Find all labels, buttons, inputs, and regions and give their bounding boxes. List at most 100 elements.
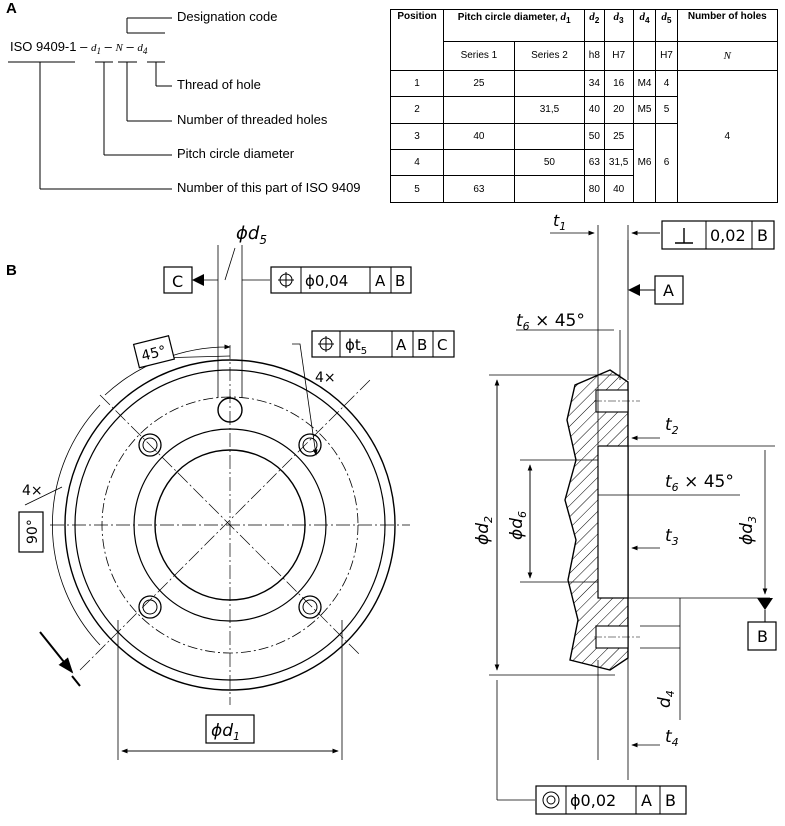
datum-c-box: C [163, 266, 204, 294]
callout-thread-of-hole: Thread of hole [177, 77, 261, 92]
svg-text:B: B [417, 336, 427, 354]
th-pitch-circle: Pitch circle diameter, d1 [443, 8, 586, 43]
table-cell: 6 [655, 122, 678, 203]
d2-label: ϕd2 [473, 516, 495, 545]
d6-label: ϕd6 [507, 511, 529, 540]
svg-text:ϕt5: ϕt5 [345, 336, 367, 357]
designation-leaders [8, 17, 172, 190]
designation-d4: d4 [137, 42, 148, 57]
th-series1: Series 1 [443, 41, 515, 71]
th-d5: d5 [655, 8, 678, 43]
front-view [24, 245, 410, 760]
callout-number-threaded-holes: Number of threaded holes [177, 112, 328, 127]
t6-chamfer-top-label: t6 × 45° [516, 311, 585, 333]
concentricity-frame: ϕ0,02 A B [535, 785, 687, 815]
table-cell: 25 [603, 122, 634, 150]
designation-d1: d1 [90, 42, 102, 57]
callout-pitch-circle-diameter: Pitch circle diameter [177, 146, 295, 161]
position-tolerance-frame-top: ϕ0,04 A B [270, 266, 412, 294]
tol-d3: H7 [603, 41, 634, 71]
t6-chamfer-mid-label: t6 × 45° [665, 472, 734, 494]
designation-sep2: – [126, 39, 134, 54]
diagonal-centerline-2 [99, 394, 361, 656]
t1-label: t1 [553, 211, 566, 233]
datum-b-box: B [747, 621, 777, 651]
left-count-label: 4× [22, 483, 43, 499]
diagonal-centerline-1 [79, 379, 371, 671]
table-cell [443, 148, 515, 177]
table-cell: 4 [389, 148, 445, 177]
svg-text:A: A [663, 281, 674, 300]
table-cell: 3 [389, 122, 445, 150]
svg-text:B: B [757, 627, 768, 646]
threaded-hole [298, 433, 322, 457]
svg-text:ϕd1: ϕd1 [211, 721, 240, 743]
concentricity-symbol-icon [542, 791, 560, 809]
svg-text:B: B [757, 226, 768, 245]
threaded-hole [298, 595, 322, 619]
th-series2: Series 2 [513, 41, 586, 71]
position-tolerance-frame-holes: ϕt5 A B C [311, 330, 455, 358]
designation-n: N [115, 42, 123, 54]
table-cell [443, 96, 515, 124]
svg-text:C: C [172, 272, 183, 291]
table-cell [513, 175, 586, 203]
table-cell: 25 [443, 69, 515, 98]
threaded-hole [138, 595, 162, 619]
th-d3: d3 [603, 8, 634, 43]
perpendicularity-frame: 0,02 B [661, 220, 775, 250]
panel-a-label: A [6, 0, 17, 17]
angle-45-box: 45° [132, 335, 176, 369]
pin-hole [217, 397, 243, 423]
table-cell: 63 [443, 175, 515, 203]
angle-90-box: 90° [18, 511, 44, 553]
t2-label: t2 [665, 415, 679, 437]
svg-text:C: C [437, 336, 447, 354]
callout-part-number: Number of this part of ISO 9409 [177, 180, 361, 195]
position-symbol-icon [278, 272, 294, 288]
designation-sep1: – [104, 39, 112, 54]
d4-label: d4 [655, 690, 677, 708]
t4-label: t4 [665, 727, 679, 749]
datum-a-box: A [654, 275, 684, 305]
table-cell: 40 [603, 175, 634, 203]
svg-text:A: A [641, 791, 652, 810]
outer-flange-circle [64, 359, 396, 691]
bore-recess [597, 445, 629, 599]
table-cell: 31,5 [603, 148, 634, 177]
table-cell: M5 [632, 96, 657, 124]
svg-text:B: B [395, 272, 405, 290]
d3-label: ϕd3 [737, 516, 759, 545]
d5-label: ϕd5 [236, 223, 267, 247]
svg-text:90°: 90° [25, 519, 41, 544]
svg-text:0,02: 0,02 [710, 226, 746, 245]
panel-b-label: B [6, 262, 17, 279]
table-cell: 80 [584, 175, 605, 203]
side-section-view [489, 225, 775, 801]
d1-dimension-box: ϕd1 [205, 714, 255, 744]
perpendicularity-symbol-icon [675, 228, 693, 244]
table-cell: 2 [389, 96, 445, 124]
designation-prefix: ISO 9409-1 – [10, 39, 88, 54]
table-cell: 31,5 [513, 96, 586, 124]
svg-text:B: B [665, 791, 676, 810]
table-cell-holes: 4 [676, 69, 779, 204]
svg-text:ϕ0,02: ϕ0,02 [570, 791, 616, 810]
callout-designation-code: Designation code [177, 9, 278, 24]
table-cell: 1 [389, 69, 445, 98]
svg-text:ϕ0,04: ϕ0,04 [305, 272, 348, 290]
table-cell: 50 [513, 148, 586, 177]
table-cell: 5 [655, 96, 678, 124]
svg-text:A: A [396, 336, 407, 354]
svg-text:A: A [375, 272, 386, 290]
table-cell: M6 [632, 122, 657, 203]
holes-symbol: N [676, 41, 779, 71]
holes-count-label: 4× [315, 370, 336, 386]
table-cell: 20 [603, 96, 634, 124]
designation-code-string: ISO 9409-1 – d1 – N – d4 [10, 39, 147, 56]
table-cell: 5 [389, 175, 445, 203]
svg-text:45°: 45° [140, 343, 168, 365]
th-number-of-holes: Number of holes [676, 8, 779, 43]
threaded-hole [138, 433, 162, 457]
